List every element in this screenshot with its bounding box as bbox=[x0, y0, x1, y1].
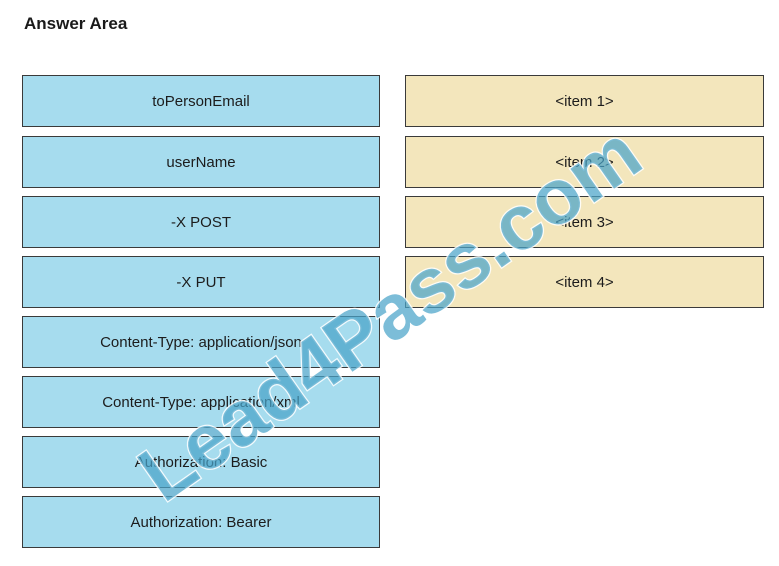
choice-content-type-json[interactable]: Content-Type: application/json bbox=[22, 316, 380, 368]
choice-label: -X PUT bbox=[176, 273, 226, 291]
choice-content-type-xml[interactable]: Content-Type: application/xml bbox=[22, 376, 380, 428]
choice-x-post[interactable]: -X POST bbox=[22, 196, 380, 248]
target-label: <item 2> bbox=[555, 153, 614, 171]
choice-label: Content-Type: application/xml bbox=[102, 393, 300, 411]
choice-x-put[interactable]: -X PUT bbox=[22, 256, 380, 308]
choice-label: Authorization: Bearer bbox=[130, 513, 272, 531]
choice-to-person-email[interactable]: toPersonEmail bbox=[22, 75, 380, 127]
target-label: <item 1> bbox=[555, 92, 614, 110]
answer-area-title: Answer Area bbox=[24, 14, 128, 33]
choice-label: toPersonEmail bbox=[152, 92, 250, 110]
target-label: <item 4> bbox=[555, 273, 614, 291]
choice-authorization-basic[interactable]: Authorization: Basic bbox=[22, 436, 380, 488]
drop-target-item-1[interactable]: <item 1> bbox=[405, 75, 764, 127]
choice-label: Content-Type: application/json bbox=[100, 333, 302, 351]
target-label: <item 3> bbox=[555, 213, 614, 231]
choice-authorization-bearer[interactable]: Authorization: Bearer bbox=[22, 496, 380, 548]
choice-label: Authorization: Basic bbox=[134, 453, 268, 471]
choice-user-name[interactable]: userName bbox=[22, 136, 380, 188]
drop-target-item-3[interactable]: <item 3> bbox=[405, 196, 764, 248]
choice-label: -X POST bbox=[170, 213, 231, 231]
choice-label: userName bbox=[166, 153, 236, 171]
drop-target-item-4[interactable]: <item 4> bbox=[405, 256, 764, 308]
drop-target-item-2[interactable]: <item 2> bbox=[405, 136, 764, 188]
